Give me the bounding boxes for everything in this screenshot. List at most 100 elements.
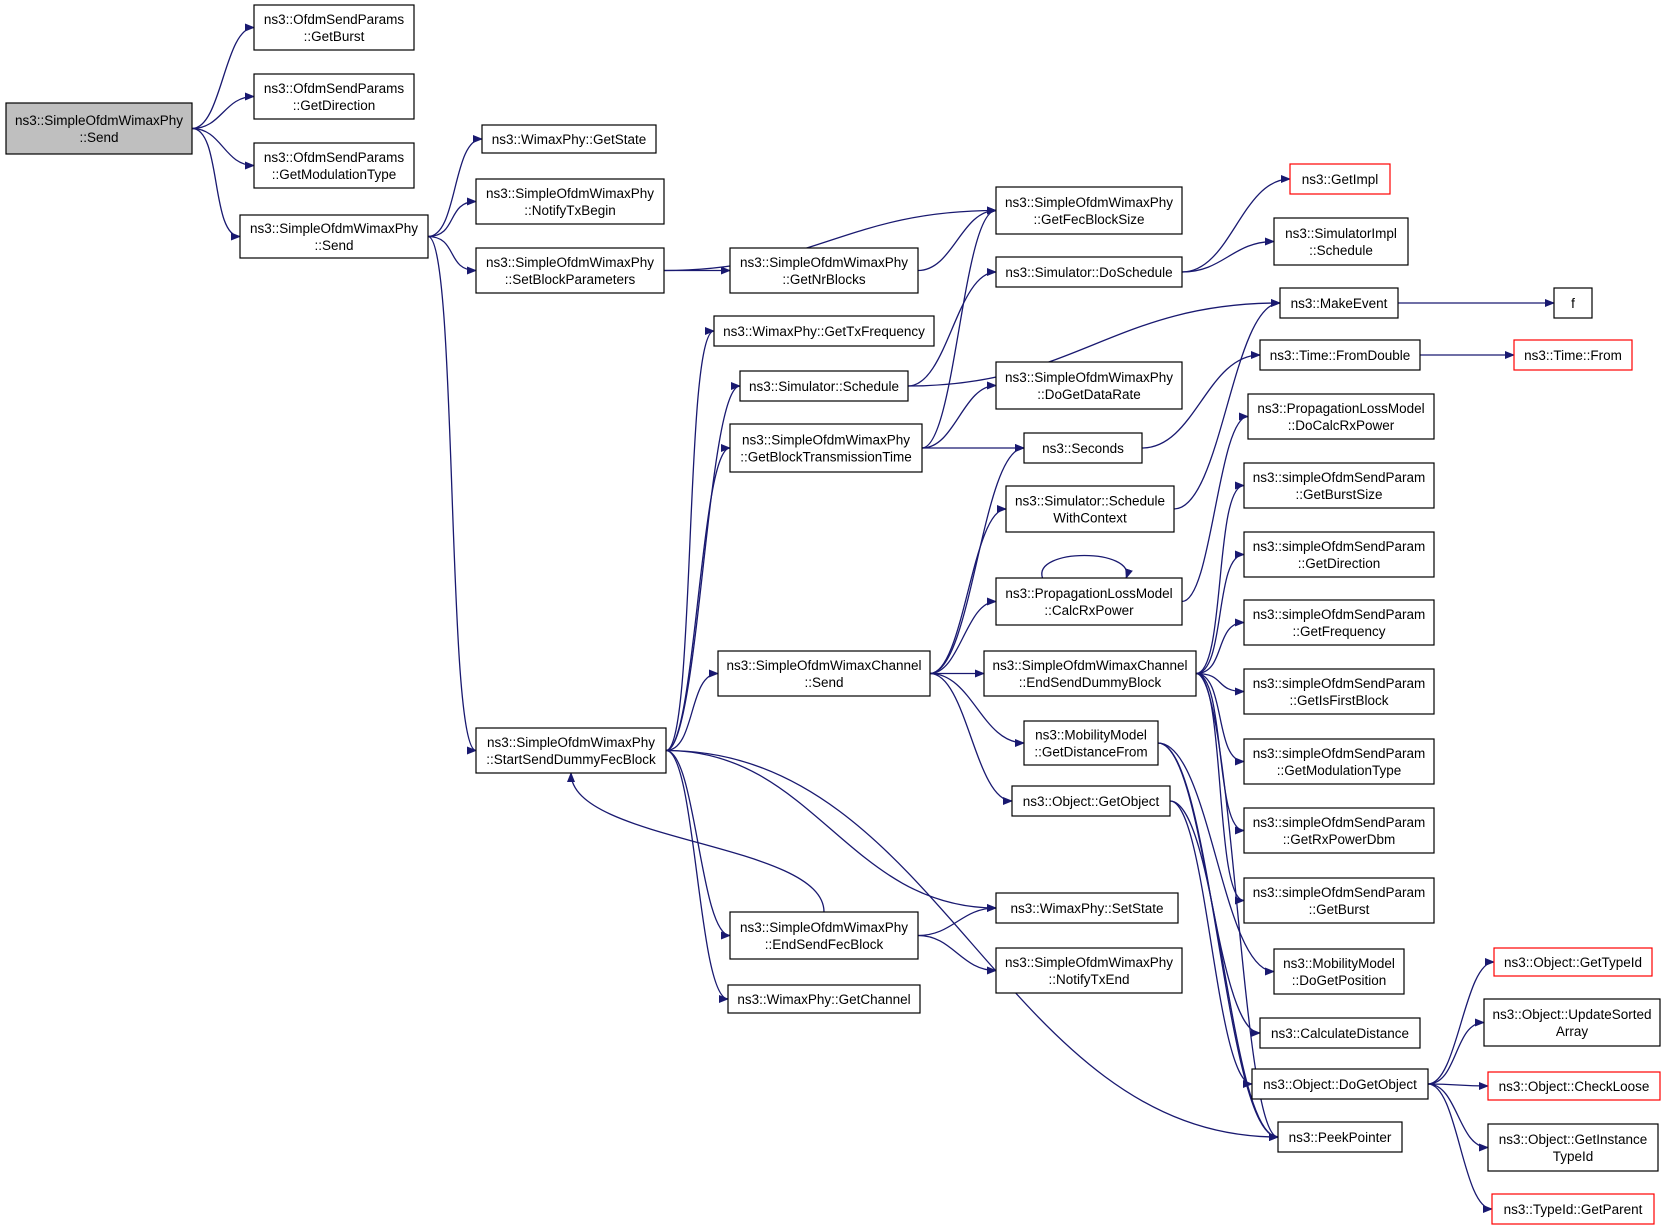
node-setState[interactable]: ns3::WimaxPhy::SetState [995,892,1179,924]
node-box [239,214,429,259]
node-box [1243,877,1435,924]
node-doGetPosition[interactable]: ns3::MobilityModel::DoGetPosition [1273,948,1405,995]
node-getDirection[interactable]: ns3::OfdmSendParams::GetDirection [253,73,415,120]
node-getState[interactable]: ns3::WimaxPhy::GetState [481,124,657,154]
node-label: ns3::Simulator::Schedule [749,379,899,394]
node-label: ::GetDirection [1298,556,1381,571]
node-notifyTxBegin[interactable]: ns3::SimpleOfdmWimaxPhy::NotifyTxBegin [475,178,665,225]
node-label: ::GetModulationType [1277,763,1402,778]
node-doSchedule[interactable]: ns3::Simulator::DoSchedule [995,256,1183,288]
node-label: ns3::SimpleOfdmWimaxPhy [740,255,908,270]
node-checkLoose[interactable]: ns3::Object::CheckLoose [1487,1071,1661,1101]
node-f[interactable]: f [1553,287,1593,319]
node-label: ::GetFrequency [1292,624,1385,639]
edge-getObject-to-doGetObject [1169,800,1253,1088]
node-box [253,4,415,51]
node-box [5,102,193,155]
node-box [1487,1071,1661,1101]
edge-startSendDummy-to-channelSend [665,669,719,752]
node-endSendFec[interactable]: ns3::SimpleOfdmWimaxPhy::EndSendFecBlock [729,911,919,960]
node-getBlockTxTime[interactable]: ns3::SimpleOfdmWimaxPhy::GetBlockTransmi… [729,423,923,473]
node-getTypeId[interactable]: ns3::Object::GetTypeId [1493,947,1653,977]
node-label: ns3::simpleOfdmSendParam [1253,815,1426,830]
node-label: ::GetBurst [1309,902,1370,917]
node-spGetFrequency[interactable]: ns3::simpleOfdmSendParam::GetFrequency [1243,599,1435,646]
node-simImplSchedule[interactable]: ns3::SimulatorImpl::Schedule [1273,217,1409,266]
node-spGetBurstSize[interactable]: ns3::simpleOfdmSendParam::GetBurstSize [1243,462,1435,509]
node-label: ns3::simpleOfdmSendParam [1253,676,1426,691]
edge-doSchedule-to-simImplSchedule [1181,237,1275,273]
node-label: ::GetRxPowerDbm [1283,832,1396,847]
edge-simSchedule-to-makeEvent [907,299,1281,387]
node-getDistanceFrom[interactable]: ns3::MobilityModel::GetDistanceFrom [1023,720,1159,766]
node-setBlockParams[interactable]: ns3::SimpleOfdmWimaxPhy::SetBlockParamet… [475,247,665,294]
node-box [1247,393,1435,440]
node-spGetIsFirstBlock[interactable]: ns3::simpleOfdmSendParam::GetIsFirstBloc… [1243,668,1435,715]
node-box [1483,998,1661,1047]
node-box [253,142,415,189]
node-getFecBlockSize[interactable]: ns3::SimpleOfdmWimaxPhy::GetFecBlockSize [995,186,1183,235]
node-box [1243,738,1435,785]
node-label: ::GetBurst [304,29,365,44]
node-doCalcRxPower[interactable]: ns3::PropagationLossModel::DoCalcRxPower [1247,393,1435,440]
node-root[interactable]: ns3::SimpleOfdmWimaxPhy::Send [5,102,193,155]
node-label: TypeId [1553,1149,1594,1164]
node-startSendDummy[interactable]: ns3::SimpleOfdmWimaxPhy::StartSendDummyF… [475,727,667,774]
edge-doGetObject-to-getInstanceTypeId [1427,1083,1489,1152]
node-calcDistance[interactable]: ns3::CalculateDistance [1259,1017,1421,1049]
edge-endSendDummy-to-spGetFrequency [1195,618,1245,675]
node-label: ns3::SimpleOfdmWimaxChannel [726,658,921,673]
node-calcRxPower[interactable]: ns3::PropagationLossModel::CalcRxPower [995,577,1183,626]
node-label: ns3::MobilityModel [1283,956,1395,971]
node-getNrBlocks[interactable]: ns3::SimpleOfdmWimaxPhy::GetNrBlocks [729,247,919,294]
node-seconds[interactable]: ns3::Seconds [1023,432,1143,464]
node-notifyTxEnd[interactable]: ns3::SimpleOfdmWimaxPhy::NotifyTxEnd [995,947,1183,994]
edge-getObject-to-peekPointer [1169,800,1279,1141]
node-getChannel[interactable]: ns3::WimaxPhy::GetChannel [727,984,921,1014]
node-label: ns3::SimpleOfdmWimaxPhy [1005,370,1173,385]
node-timeFrom[interactable]: ns3::Time::From [1513,339,1633,371]
node-makeEvent[interactable]: ns3::MakeEvent [1279,287,1399,319]
node-box [995,256,1183,288]
node-label: ::GetIsFirstBlock [1289,693,1388,708]
node-label: ns3::Object::CheckLoose [1499,1079,1650,1094]
node-getObject[interactable]: ns3::Object::GetObject [1011,785,1171,817]
node-box [1493,947,1653,977]
node-box [995,361,1183,410]
node-fromDouble[interactable]: ns3::Time::FromDouble [1259,339,1421,371]
node-phySend[interactable]: ns3::SimpleOfdmWimaxPhy::Send [239,214,429,259]
node-box [475,178,665,225]
node-box [1487,1123,1659,1172]
node-peekPointer[interactable]: ns3::PeekPointer [1277,1121,1403,1153]
node-label: ns3::WimaxPhy::GetTxFrequency [723,324,925,339]
node-box [475,247,665,294]
node-getBurst[interactable]: ns3::OfdmSendParams::GetBurst [253,4,415,51]
node-getModType[interactable]: ns3::OfdmSendParams::GetModulationType [253,142,415,189]
node-spGetModType[interactable]: ns3::simpleOfdmSendParam::GetModulationT… [1243,738,1435,785]
node-spGetRxPowerDbm[interactable]: ns3::simpleOfdmSendParam::GetRxPowerDbm [1243,807,1435,854]
node-label: ::DoCalcRxPower [1288,418,1395,433]
node-spGetDirection[interactable]: ns3::simpleOfdmSendParam::GetDirection [1243,531,1435,578]
node-typeIdGetParent[interactable]: ns3::TypeId::GetParent [1491,1193,1655,1225]
node-label: ::GetModulationType [272,167,397,182]
node-spGetBurst[interactable]: ns3::simpleOfdmSendParam::GetBurst [1243,877,1435,924]
edge-root-to-phySend [191,127,241,241]
node-box [717,650,931,697]
node-channelSend[interactable]: ns3::SimpleOfdmWimaxChannel::Send [717,650,931,697]
node-box [739,370,909,402]
edge-simSchedule-to-doSchedule [907,268,997,387]
node-endSendDummy[interactable]: ns3::SimpleOfdmWimaxChannel::EndSendDumm… [983,650,1197,697]
node-simSchedule[interactable]: ns3::Simulator::Schedule [739,370,909,402]
edge-channelSend-to-calcRxPower [929,597,997,675]
edge-channelSend-to-scheduleWithCtx [929,505,1007,675]
node-label: ns3::Time::FromDouble [1270,348,1411,363]
node-doGetObject[interactable]: ns3::Object::DoGetObject [1251,1068,1429,1100]
node-doGetDataRate[interactable]: ns3::SimpleOfdmWimaxPhy::DoGetDataRate [995,361,1183,410]
edge-startSendDummy-to-getChannel [665,749,729,1003]
node-getTxFreq[interactable]: ns3::WimaxPhy::GetTxFrequency [713,315,935,347]
node-getImpl[interactable]: ns3::GetImpl [1289,163,1391,195]
